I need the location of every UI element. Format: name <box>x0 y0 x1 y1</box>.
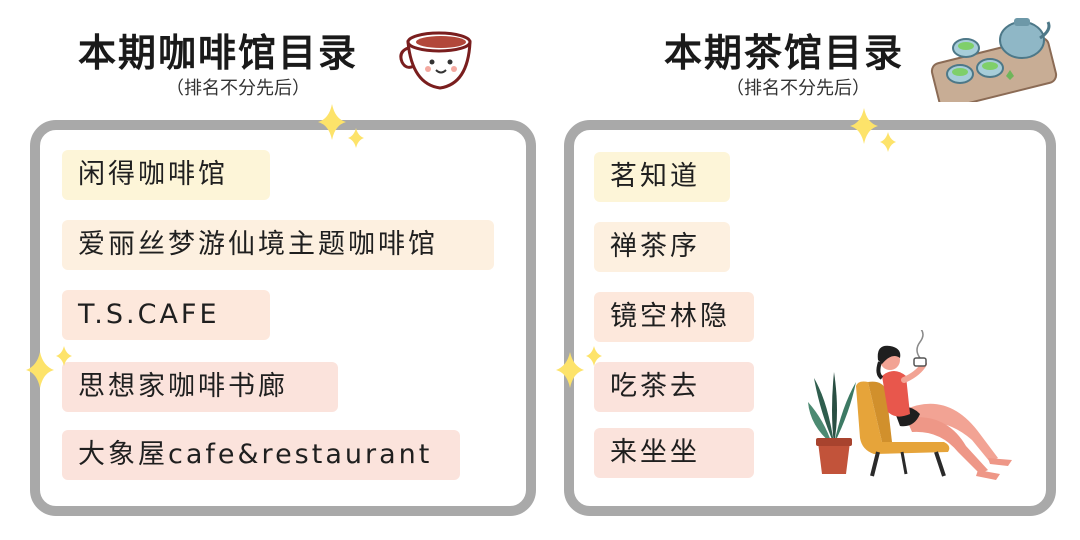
coffee-cup-icon <box>399 31 472 90</box>
tea-list-item[interactable]: 镜空林隐 <box>594 292 754 342</box>
woman-in-chair-icon <box>856 330 1012 480</box>
plant-icon <box>808 372 856 474</box>
sparkle-icon <box>850 108 896 152</box>
coffee-title: 本期咖啡馆目录 <box>78 31 359 75</box>
sparkle-icon <box>556 346 602 388</box>
coffee-list-item[interactable]: 闲得咖啡馆 <box>62 150 270 200</box>
coffee-subtitle: （排名不分先后） <box>166 78 310 99</box>
sparkle-icon <box>318 104 364 148</box>
tea-list-item[interactable]: 茗知道 <box>594 152 730 202</box>
tea-list-item[interactable]: 吃茶去 <box>594 362 754 412</box>
coffee-list-item[interactable]: T.S.CAFE <box>62 290 270 340</box>
tea-set-icon <box>930 18 1058 102</box>
sparkle-icon <box>26 346 72 388</box>
tea-list-item[interactable]: 来坐坐 <box>594 428 754 478</box>
tea-list-item[interactable]: 禅茶序 <box>594 222 730 272</box>
coffee-list-item[interactable]: 大象屋cafe&restaurant <box>62 430 460 480</box>
tea-title: 本期茶馆目录 <box>664 31 905 75</box>
tea-subtitle: （排名不分先后） <box>726 78 870 99</box>
coffee-list-item[interactable]: 爱丽丝梦游仙境主题咖啡馆 <box>62 220 494 270</box>
coffee-list-item[interactable]: 思想家咖啡书廊 <box>62 362 338 412</box>
